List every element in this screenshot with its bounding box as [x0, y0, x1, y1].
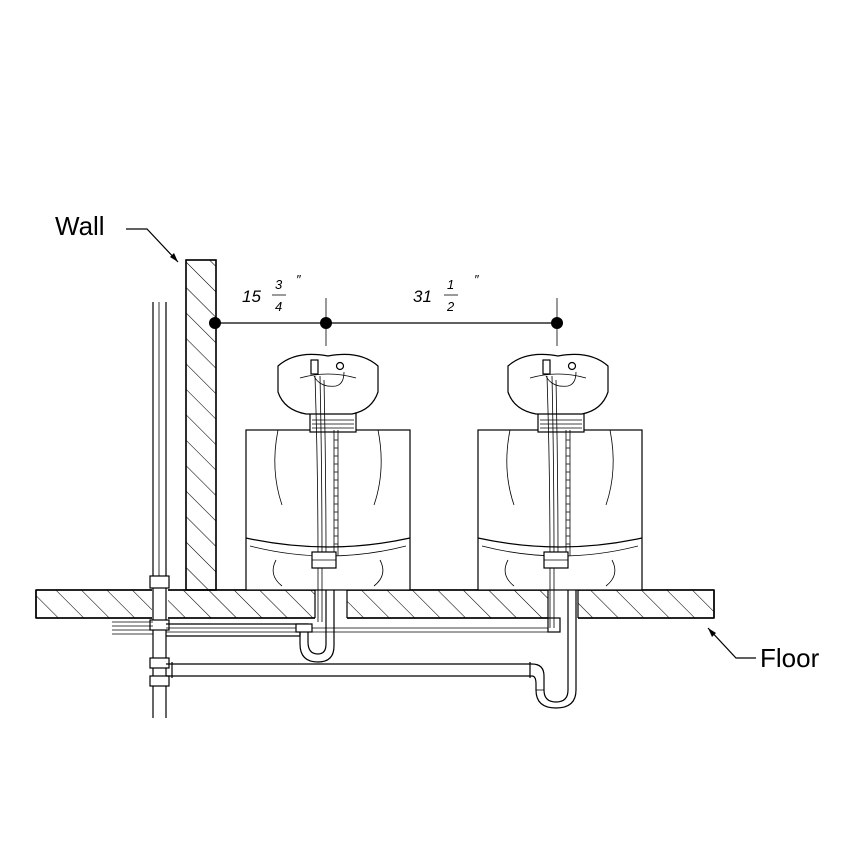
- dimension-2-denominator: 2: [446, 299, 455, 314]
- shampoo-unit-2: [477, 353, 643, 628]
- wall-label: Wall: [55, 211, 105, 241]
- floor-label: Floor: [760, 643, 820, 673]
- dimension-point-wall: [209, 317, 221, 329]
- dimension-point-unit-2: [551, 317, 563, 329]
- wall: [185, 259, 217, 591]
- dimension-1-numerator: 3: [275, 277, 283, 292]
- dimension-2-unit: ″: [474, 272, 479, 287]
- shampoo-unit-1: [245, 353, 411, 622]
- dimension-2-whole: 31: [413, 287, 432, 306]
- dimension-1-unit: ″: [296, 272, 301, 287]
- vertical-stack: [112, 302, 170, 718]
- dimension-label-2: 31 1 2 ″: [413, 272, 479, 314]
- wall-callout: Wall: [55, 211, 179, 263]
- drain-pipes: [166, 623, 560, 678]
- dimension-1-whole: 15: [242, 287, 261, 306]
- dimension-point-unit-1: [320, 317, 332, 329]
- dimension-label-1: 15 3 4 ″: [242, 272, 301, 314]
- floor-callout: Floor: [707, 627, 820, 673]
- dimension-1-denominator: 4: [275, 299, 282, 314]
- dimension-line: [209, 298, 563, 346]
- floor-slab: [35, 588, 715, 620]
- dimension-2-numerator: 1: [447, 277, 454, 292]
